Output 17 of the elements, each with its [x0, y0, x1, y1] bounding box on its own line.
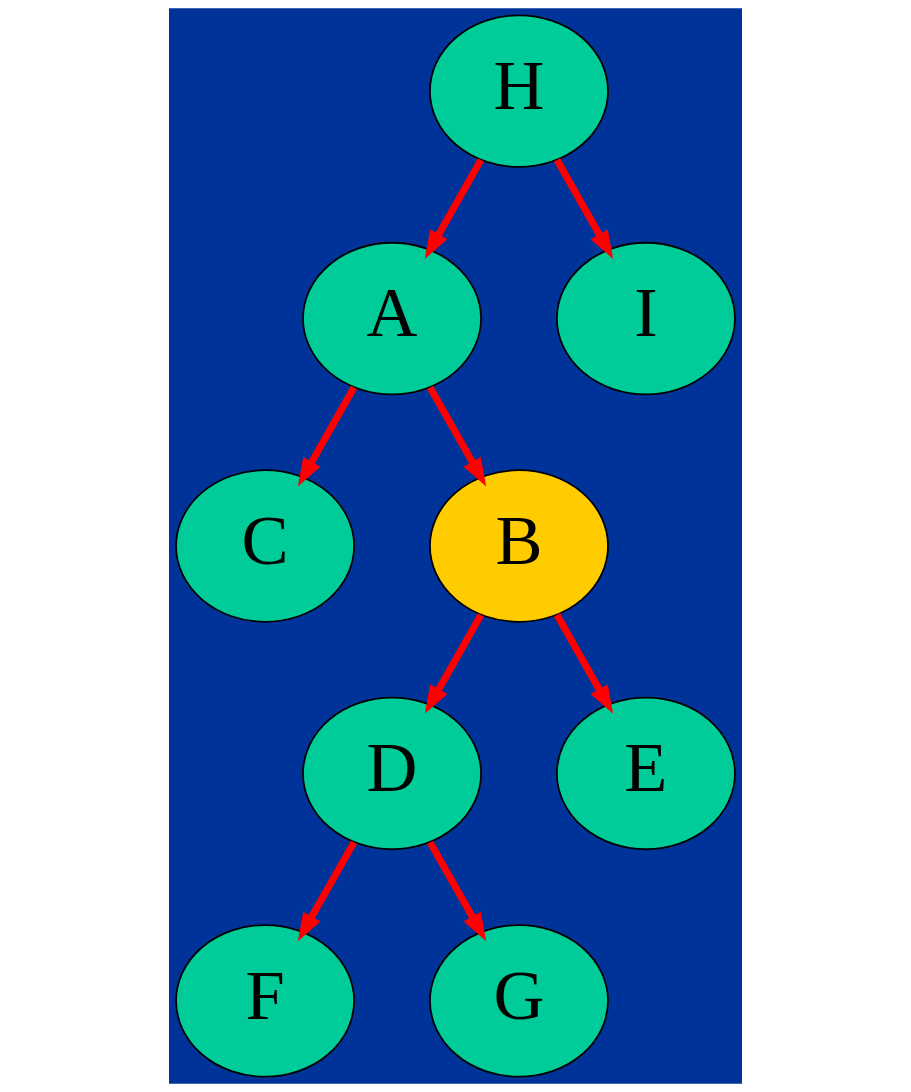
arrow	[427, 840, 487, 942]
arrow	[297, 840, 357, 942]
arrow	[427, 385, 487, 487]
arrow	[297, 385, 357, 487]
node-ellipse: H	[429, 14, 609, 168]
node-ellipse: F	[175, 924, 355, 1078]
arrow	[554, 613, 614, 714]
arrow	[424, 158, 484, 259]
node-ellipse: E	[556, 696, 736, 851]
node-ellipse: G	[429, 924, 609, 1078]
node-ellipse: B	[429, 469, 609, 623]
arrow	[424, 613, 484, 714]
node-ellipse: A	[302, 241, 482, 396]
node-ellipse: I	[556, 241, 736, 396]
arrow	[554, 158, 614, 259]
node-ellipse: D	[302, 696, 482, 851]
node-ellipse: C	[175, 469, 355, 623]
